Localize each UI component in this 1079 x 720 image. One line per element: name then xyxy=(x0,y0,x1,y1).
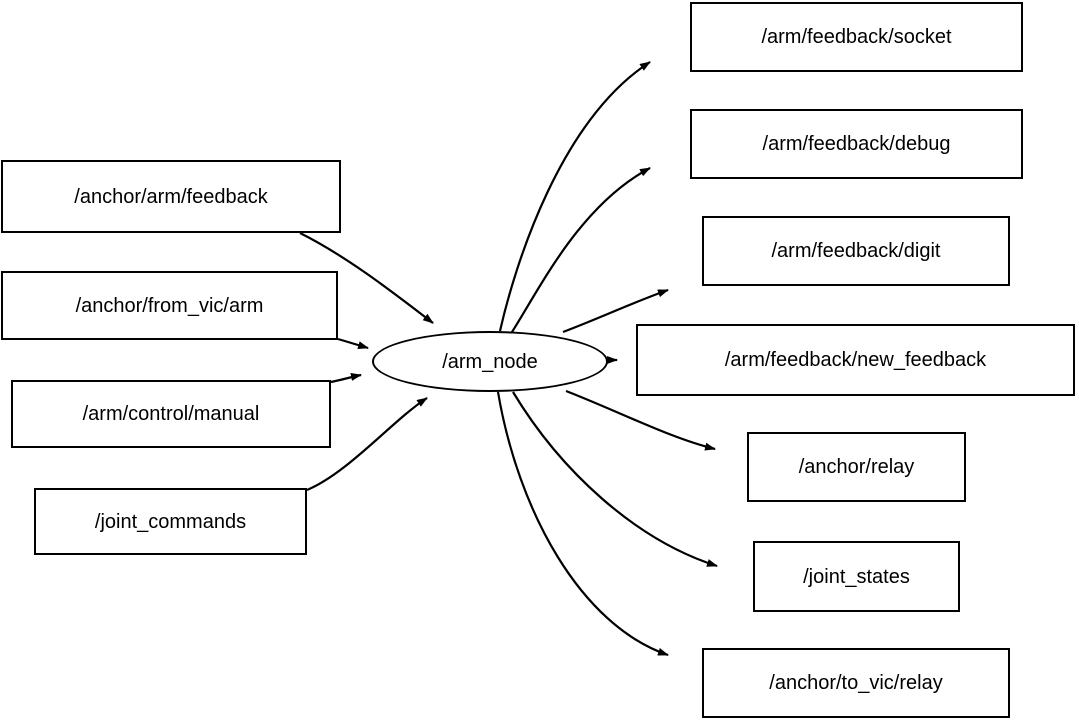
edge-arm-node-to-arm-feedback-socket xyxy=(498,61,651,332)
edge-arm-node-to-joint-states xyxy=(512,391,718,568)
edge-joint-commands-to-arm-node xyxy=(306,397,428,492)
node-anchor-from-vic-arm[interactable]: /anchor/from_vic/arm xyxy=(1,271,338,340)
edge-anchor-from-vic-arm-to-arm-node xyxy=(337,337,369,350)
node-anchor-relay[interactable]: /anchor/relay xyxy=(747,432,966,502)
node-anchor-arm-feedback-label: /anchor/arm/feedback xyxy=(74,185,268,208)
node-joint-commands[interactable]: /joint_commands xyxy=(34,488,307,555)
node-arm-feedback-new-feedback-label: /arm/feedback/new_feedback xyxy=(724,349,987,371)
node-arm-feedback-socket[interactable]: /arm/feedback/socket xyxy=(690,2,1023,72)
edge-arm-node-to-arm-feedback-debug xyxy=(511,167,651,333)
node-arm-control-manual[interactable]: /arm/control/manual xyxy=(11,380,331,448)
node-arm-feedback-debug[interactable]: /arm/feedback/debug xyxy=(690,109,1023,179)
node-anchor-to-vic-relay-label: /anchor/to_vic/relay xyxy=(769,672,943,694)
edge-arm-control-manual-to-arm-node xyxy=(330,373,362,384)
node-arm-node-label: /arm_node xyxy=(442,350,538,373)
edge-arm-node-to-anchor-relay xyxy=(565,389,716,451)
node-joint-commands-label: /joint_commands xyxy=(94,510,247,533)
node-arm-feedback-debug-label: /arm/feedback/debug xyxy=(762,133,951,155)
node-arm-feedback-digit[interactable]: /arm/feedback/digit xyxy=(702,216,1010,286)
node-anchor-to-vic-relay[interactable]: /anchor/to_vic/relay xyxy=(702,648,1010,718)
node-arm-feedback-socket-label: /arm/feedback/socket xyxy=(761,26,952,48)
node-arm-feedback-digit-label: /arm/feedback/digit xyxy=(771,240,941,262)
node-joint-states[interactable]: /joint_states xyxy=(753,541,960,612)
node-arm-feedback-new-feedback[interactable]: /arm/feedback/new_feedback xyxy=(636,324,1075,396)
node-arm-control-manual-label: /arm/control/manual xyxy=(82,403,260,425)
node-arm-node[interactable]: /arm_node xyxy=(372,331,608,392)
node-anchor-arm-feedback[interactable]: /anchor/arm/feedback xyxy=(1,160,341,233)
node-anchor-from-vic-arm-label: /anchor/from_vic/arm xyxy=(75,294,264,317)
edge-arm-node-to-anchor-to-vic-relay xyxy=(496,391,669,657)
node-anchor-relay-label: /anchor/relay xyxy=(798,456,915,478)
edge-arm-node-to-arm-feedback-digit xyxy=(562,288,669,334)
edge-anchor-arm-feedback-to-arm-node xyxy=(299,232,434,324)
node-joint-states-label: /joint_states xyxy=(803,565,910,588)
